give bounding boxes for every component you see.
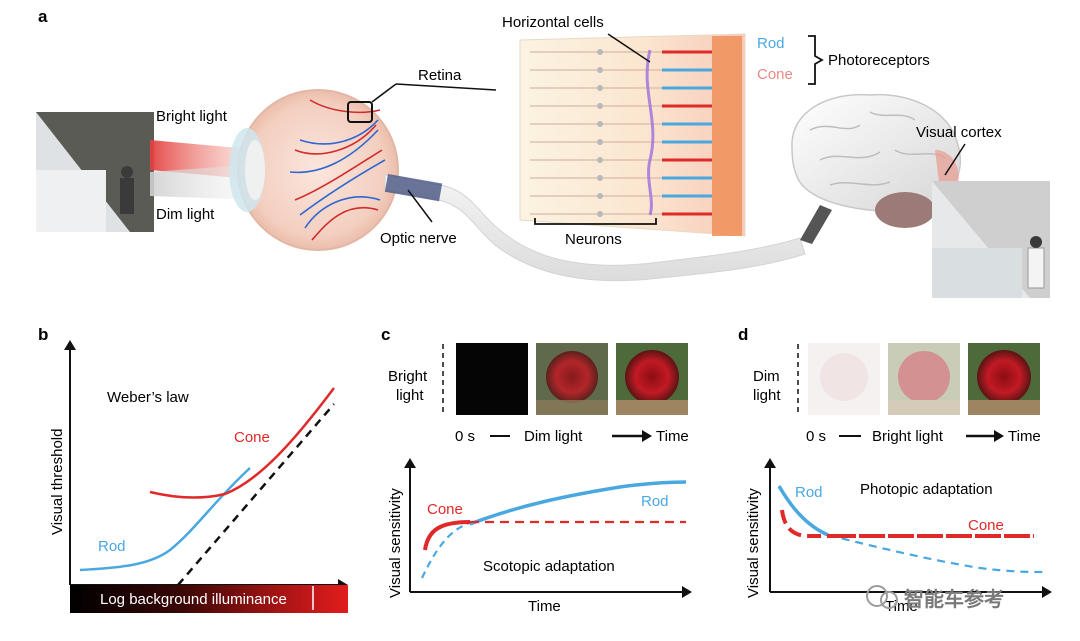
panel-c-label: c — [381, 325, 390, 344]
panel-b-label: b — [38, 325, 48, 344]
retina-callout-line — [371, 83, 397, 103]
panel-d-rose-frame-3 — [968, 343, 1040, 415]
horizontal-cell — [645, 49, 655, 216]
panel-d-label: d — [738, 325, 748, 344]
photoreceptors-bracket — [808, 35, 824, 85]
neuron-cell — [597, 121, 603, 127]
panel-d-time-word: Time — [1008, 428, 1041, 445]
neuron-cell — [597, 49, 603, 55]
watermark-text: 智能车参考 — [904, 587, 1004, 611]
panel-b-weber-dashed-line — [177, 403, 335, 586]
panel-d-xlabel: Time — [885, 598, 918, 615]
cone-label-a: Cone — [757, 66, 793, 83]
panel-b: b Visual threshold Weber’s law Cone Rod … — [38, 325, 348, 613]
panel-c-condition-line1: Bright — [388, 368, 428, 385]
retina-cell-rows — [530, 49, 712, 217]
panel-b-cone-curve — [149, 387, 335, 499]
panel-d-condition-line1: Dim — [753, 368, 780, 385]
panel-c-time-word: Time — [656, 428, 689, 445]
retina-diagram — [519, 33, 746, 237]
neuron-cell — [597, 103, 603, 109]
visual-cortex-label: Visual cortex — [916, 124, 1002, 141]
panel-d-cone-curve — [780, 509, 830, 538]
photoreceptors-label: Photoreceptors — [828, 52, 930, 69]
panel-d-rose-frame-1 — [808, 343, 880, 415]
panel-c-legend-cone: Cone — [427, 501, 463, 518]
horizontal-cells-label: Horizontal cells — [502, 14, 604, 31]
panel-c-cone-curve — [423, 520, 471, 551]
panel-b-legend-cone: Cone — [234, 429, 270, 446]
panel-c-arrow-label: Dim light — [524, 428, 583, 445]
neurons-bracket — [534, 218, 657, 225]
retina-label: Retina — [418, 67, 462, 84]
panel-c-rod-curve — [469, 480, 687, 526]
panel-c-title: Scotopic adaptation — [483, 558, 615, 575]
panel-b-legend-rod: Rod — [98, 538, 126, 555]
left-scene-photo — [36, 112, 154, 232]
neuron-cell — [597, 67, 603, 73]
panel-b-ylabel: Visual threshold — [49, 429, 66, 535]
panel-c-t0: 0 s — [455, 428, 475, 445]
optic-nerve-callout-line — [407, 189, 433, 223]
rod-label-a: Rod — [757, 35, 785, 52]
dim-light-label: Dim light — [156, 206, 215, 223]
eyeball — [229, 89, 399, 251]
panel-c-xlabel: Time — [528, 598, 561, 615]
panel-d-legend-rod: Rod — [795, 484, 823, 501]
watermark: 智能车参考 — [866, 585, 1004, 611]
panel-c-ylabel: Visual sensitivity — [387, 488, 404, 598]
panel-d-rod-dashed — [827, 533, 1045, 574]
panel-d-rod-curve — [777, 485, 829, 537]
neuron-cell — [597, 139, 603, 145]
panel-b-xlabel: Log background illuminance — [100, 591, 287, 608]
neuron-cell — [597, 211, 603, 217]
panel-a-label: a — [38, 7, 48, 26]
optic-nerve-label: Optic nerve — [380, 230, 457, 247]
neuron-cell — [597, 193, 603, 199]
panel-d-arrow-label: Bright light — [872, 428, 944, 445]
panel-a: a Bright light Dim light Retin — [36, 7, 1050, 298]
panel-b-annotation: Weber’s law — [107, 389, 189, 406]
neuron-cell — [597, 175, 603, 181]
panel-d-condition-line2: light — [753, 387, 781, 404]
panel-c-legend-rod: Rod — [641, 493, 669, 510]
panel-c-rose-frame-2 — [536, 343, 608, 415]
panel-d-t0: 0 s — [806, 428, 826, 445]
panel-c-rose-frame-1 — [456, 343, 528, 415]
panel-d-legend-cone: Cone — [968, 517, 1004, 534]
panel-b-illuminance-bar — [70, 585, 348, 613]
bright-light-label: Bright light — [156, 108, 228, 125]
panel-d-rose-frame-2 — [888, 343, 960, 415]
visual-cortex-pointer — [944, 143, 966, 176]
panel-c-condition-line2: light — [396, 387, 424, 404]
neuron-cell — [597, 85, 603, 91]
neurons-label: Neurons — [565, 231, 622, 248]
panel-c: c Bright light 0 s Dim light Time Visual… — [381, 325, 692, 615]
brain-illustration — [791, 93, 962, 244]
right-scene-photo — [932, 181, 1050, 298]
neuron-cell — [597, 157, 603, 163]
horizontal-cells-pointer — [607, 33, 651, 63]
panel-d: d Dim light 0 s Bright light Time Visual… — [738, 325, 1052, 615]
panel-d-title: Photopic adaptation — [860, 481, 993, 498]
panel-c-rose-frame-3 — [616, 343, 688, 415]
panel-c-rod-dashed — [421, 518, 481, 579]
panel-d-ylabel: Visual sensitivity — [745, 488, 762, 598]
